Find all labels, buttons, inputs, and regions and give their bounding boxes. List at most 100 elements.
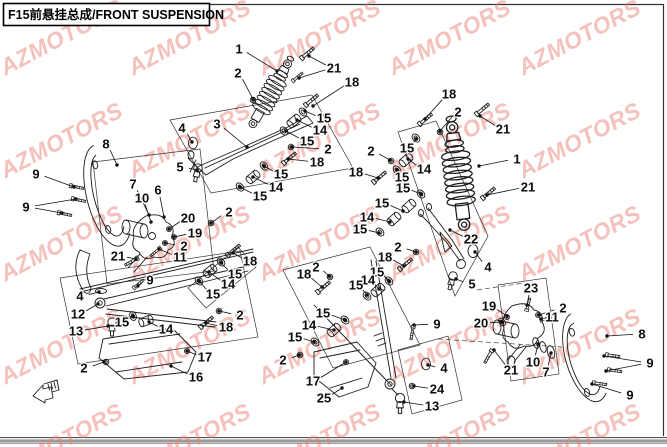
leader-dot (537, 313, 541, 317)
leader-dot (500, 320, 504, 324)
part-callout-12: 12 (71, 307, 85, 322)
leader-line (34, 198, 77, 207)
leader-line (173, 233, 187, 238)
leader-line (535, 343, 539, 356)
part-callout-9: 9 (32, 167, 39, 182)
part-callout-11: 11 (545, 310, 559, 325)
leader-line (287, 158, 309, 162)
leader-dot (412, 384, 416, 388)
leader-line (413, 323, 429, 326)
leader-line (303, 338, 315, 343)
leader-line (317, 325, 335, 331)
leader-line (489, 321, 503, 324)
leader-line (493, 349, 506, 365)
leader-dot (412, 323, 416, 327)
leader-line (92, 361, 105, 367)
part-callout-8: 8 (638, 327, 645, 342)
part-callout-6: 6 (154, 183, 161, 198)
leader-dot (60, 211, 64, 215)
leader-line (144, 204, 152, 223)
part-callout-2: 2 (225, 205, 232, 220)
leader-line (474, 251, 483, 262)
part-callout-17: 17 (306, 374, 320, 389)
leader-dot (185, 349, 189, 353)
part-callout-18: 18 (345, 75, 359, 90)
axis-centerlines (437, 282, 563, 348)
part-callout-17: 17 (198, 350, 212, 365)
leader-dot (590, 382, 594, 386)
leader-dot (605, 334, 609, 338)
part-callout-15: 15 (206, 287, 220, 302)
leader-line (208, 271, 221, 281)
part-callout-15: 15 (316, 306, 330, 321)
leader-line (591, 383, 622, 394)
part-callout-21: 21 (111, 249, 125, 264)
part-callout-18: 18 (219, 320, 233, 335)
leader-dot (284, 129, 288, 133)
leader-line (479, 115, 496, 126)
leader-dot (190, 140, 194, 144)
leader-dot (290, 145, 294, 149)
part-callout-18: 18 (349, 165, 363, 180)
part-callout-15: 15 (288, 330, 302, 345)
part-callout-2: 2 (454, 105, 461, 120)
leader-line (392, 259, 405, 267)
leader-line (603, 355, 642, 363)
leader-dot (297, 76, 301, 80)
leader-dot (307, 54, 311, 58)
leader-dot (136, 284, 140, 288)
right-brake-disc-drawing (562, 313, 607, 403)
part-callout-14: 14 (361, 273, 376, 288)
leader-dot (169, 364, 173, 368)
part-callout-9: 9 (433, 317, 440, 332)
leader-dot (245, 145, 249, 149)
part-callout-15: 15 (317, 111, 331, 126)
part-callout-19: 19 (188, 226, 202, 241)
leader-line (390, 205, 404, 212)
leader-dot (231, 251, 235, 255)
leader-dot (195, 168, 199, 172)
leader-line (403, 401, 424, 406)
right-skid-plate-drawing (313, 341, 377, 398)
leader-dot (207, 270, 211, 274)
leader-dot (106, 324, 110, 328)
part-callout-4: 4 (76, 289, 84, 304)
leader-line (449, 229, 463, 237)
leader-dot (147, 320, 151, 324)
part-callout-14: 14 (313, 123, 328, 138)
leader-line (239, 186, 252, 194)
leader-line (308, 55, 327, 66)
left-lower-a-arm-drawing (79, 248, 254, 328)
part-callout-18: 18 (378, 250, 392, 265)
leader-dot (401, 209, 405, 213)
leader-dot (172, 235, 176, 239)
part-callout-25: 25 (317, 391, 331, 406)
leader-line (375, 218, 391, 223)
part-callout-13: 13 (69, 324, 83, 339)
part-callout-15: 15 (253, 189, 267, 204)
watermark-text: AZMOTORS (383, 303, 516, 390)
leader-line (496, 309, 508, 317)
leader-dot (414, 250, 418, 254)
leader-line (285, 130, 300, 139)
part-callout-20: 20 (474, 316, 488, 331)
leader-line (478, 159, 509, 167)
leader-line (170, 365, 188, 375)
part-callout-1: 1 (235, 42, 242, 57)
leader-dot (525, 303, 529, 307)
leader-dot (395, 168, 399, 172)
leader-dot (251, 175, 255, 179)
part-callout-24: 24 (430, 382, 445, 397)
leader-line (164, 242, 176, 246)
watermark-text: AZMOTORS (513, 97, 646, 184)
leader-dot (478, 114, 482, 118)
part-callout-18: 18 (243, 254, 257, 269)
leader-line (364, 173, 379, 179)
part-callout-16: 16 (189, 370, 203, 385)
leader-dot (419, 192, 423, 196)
leader-line (242, 78, 254, 100)
leader-line (109, 150, 118, 166)
leader-line (252, 176, 268, 185)
